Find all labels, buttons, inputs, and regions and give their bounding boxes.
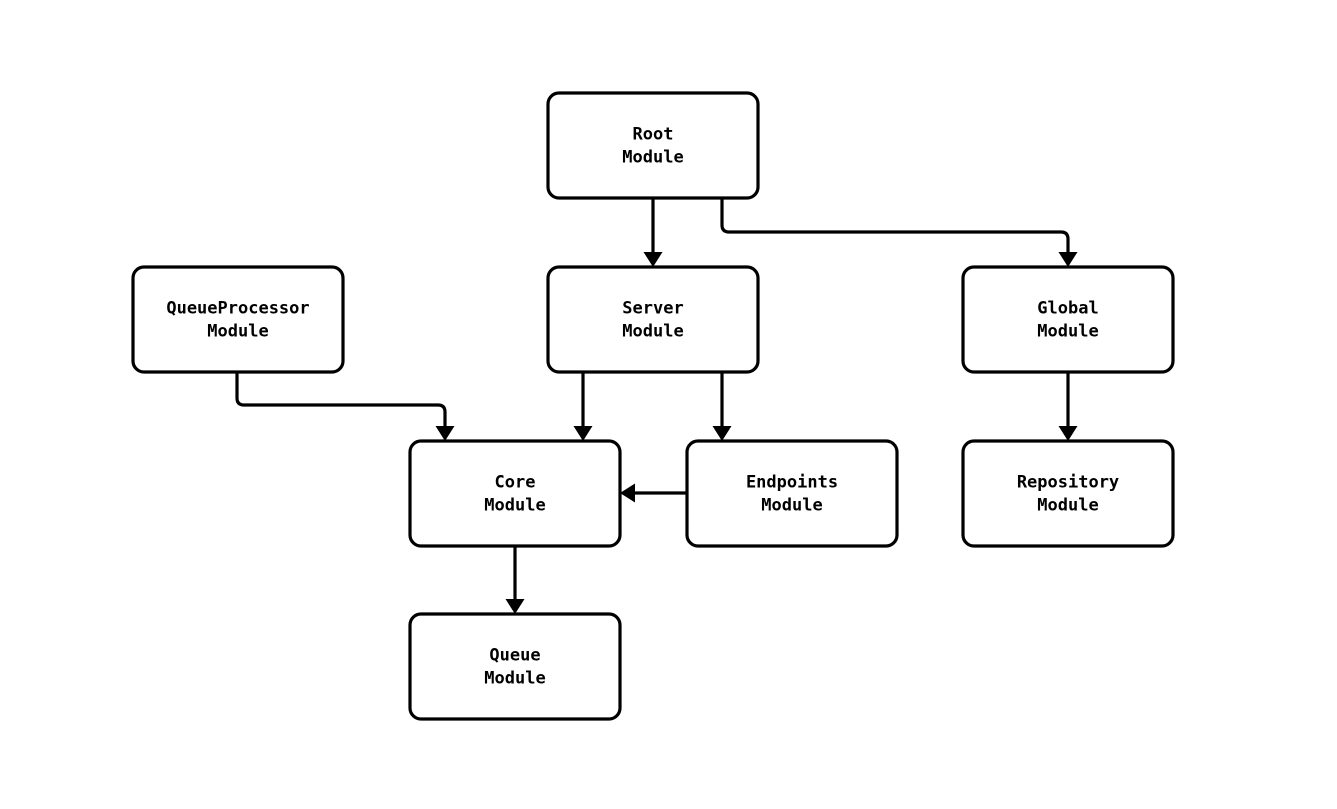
arrowhead-global-to-repository: [1058, 426, 1078, 441]
queue-module-node-label-line2: Module: [484, 669, 545, 689]
server-module-node-label-line2: Module: [622, 322, 683, 342]
arrowheads-layer: [435, 252, 1078, 614]
arrowhead-core-to-queue: [505, 599, 525, 614]
arrowhead-root-to-global: [1058, 252, 1078, 267]
global-module-node-label-line1: Global: [1037, 299, 1098, 319]
core-module-node-label-line2: Module: [484, 496, 545, 516]
arrowhead-root-to-server: [643, 252, 663, 267]
global-module-node-box: [961, 265, 1175, 374]
queue-module-node-label-line1: Queue: [489, 646, 540, 666]
repository-module-node-label-line2: Module: [1037, 496, 1098, 516]
arrowhead-server-to-endpoints: [712, 426, 732, 441]
queueprocessor-module-node-label-line1: QueueProcessor: [166, 299, 309, 319]
queueprocessor-module-node-box: [131, 265, 345, 374]
edges-layer: [235, 198, 1070, 599]
arrowhead-endpoints-to-core: [620, 483, 635, 503]
server-module-node-label-line1: Server: [622, 299, 683, 319]
repository-module-node-box: [961, 439, 1175, 548]
root-module-node-label-line2: Module: [622, 148, 683, 168]
repository-module-node-label-line1: Repository: [1017, 473, 1119, 493]
nodes-layer: RootModuleQueueProcessorModuleServerModu…: [131, 91, 1175, 721]
server-module-node-box: [546, 265, 760, 374]
root-module-node-label-line1: Root: [633, 125, 674, 145]
arrowhead-queueprocessor-to-core: [435, 426, 455, 441]
endpoints-module-node-box: [685, 439, 899, 548]
edge-queueprocessor-to-core: [235, 372, 447, 426]
edge-root-to-global: [720, 198, 1070, 252]
core-module-node-label-line1: Core: [495, 473, 536, 493]
queueprocessor-module-node-label-line2: Module: [207, 322, 268, 342]
endpoints-module-node-label-line2: Module: [761, 496, 822, 516]
global-module-node-label-line2: Module: [1037, 322, 1098, 342]
arrowhead-server-to-core: [573, 426, 593, 441]
endpoints-module-node-label-line1: Endpoints: [746, 473, 838, 493]
core-module-node-box: [408, 439, 622, 548]
queue-module-node-box: [408, 612, 622, 721]
root-module-node-box: [546, 91, 760, 200]
